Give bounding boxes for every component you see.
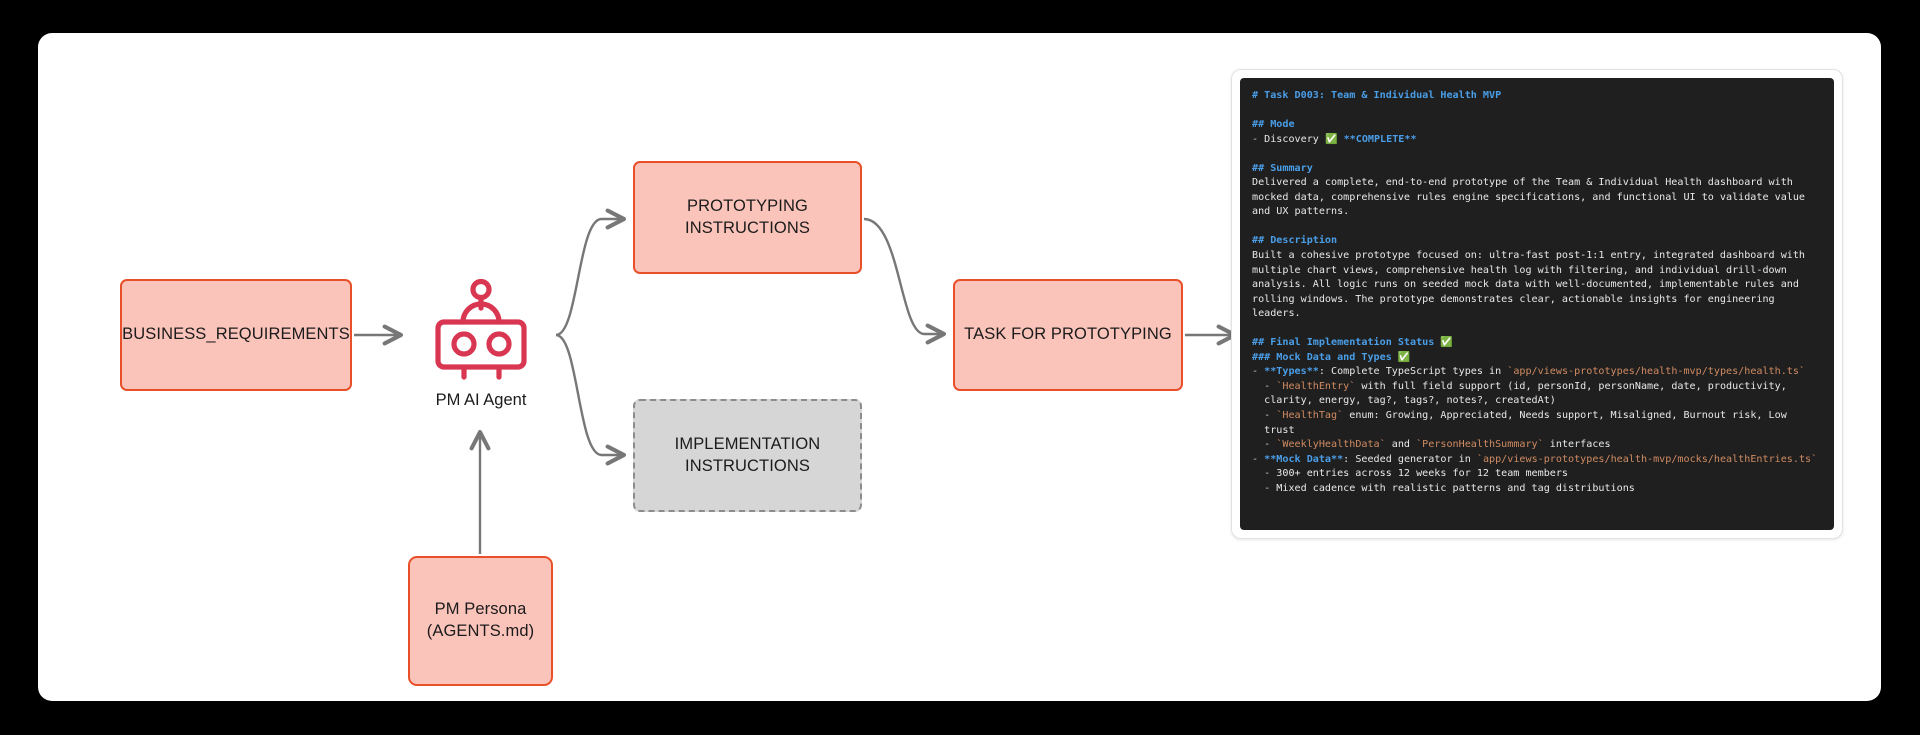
- code-line: mocked data, comprehensive rules engine …: [1252, 191, 1806, 203]
- wire-agent-to-prototyping: [555, 208, 626, 337]
- code-line: - `HealthEntry` with full field support …: [1264, 380, 1787, 392]
- code-line: - Mixed cadence with realistic patterns …: [1264, 482, 1635, 494]
- code-line: leaders.: [1252, 308, 1301, 320]
- code-line: [1252, 220, 1822, 235]
- robot-icon: [435, 278, 527, 380]
- code-line: [1252, 104, 1822, 119]
- node-business-requirements[interactable]: BUSINESS_REQUIREMENTS: [120, 279, 352, 391]
- node-task-for-prototyping[interactable]: TASK FOR PROTOTYPING: [953, 279, 1183, 391]
- node-prototyping-instructions[interactable]: PROTOTYPING INSTRUCTIONS: [633, 161, 862, 274]
- code-line: ## Summary: [1252, 162, 1313, 174]
- code-line: [1252, 147, 1822, 162]
- code-line: - Discovery ✅ **COMPLETE**: [1252, 133, 1417, 145]
- code-line: trust: [1252, 424, 1295, 436]
- wire-prototyping-to-task: [863, 217, 946, 345]
- code-line: - 300+ entries across 12 weeks for 12 te…: [1264, 468, 1569, 480]
- code-line: ## Description: [1252, 235, 1338, 247]
- code-line: ## Mode: [1252, 119, 1295, 131]
- markdown-output-panel[interactable]: # Task D003: Team & Individual Health MV…: [1231, 69, 1843, 539]
- code-line: - **Mock Data**: Seeded generator in `ap…: [1252, 453, 1818, 465]
- code-line: clarity, energy, tag?, tags?, notes?, cr…: [1252, 395, 1556, 407]
- code-line: rolling windows. The prototype demonstra…: [1252, 293, 1775, 305]
- node-implementation-instructions[interactable]: IMPLEMENTATION INSTRUCTIONS: [633, 399, 862, 512]
- code-line: Delivered a complete, end-to-end prototy…: [1252, 177, 1793, 189]
- code-line: - `HealthTag` enum: Growing, Appreciated…: [1264, 410, 1787, 422]
- code-line: ### Mock Data and Types ✅: [1252, 351, 1411, 363]
- diagram-canvas: BUSINESS_REQUIREMENTS PROTOTYPING INSTRU…: [38, 33, 1881, 701]
- code-line: [1252, 322, 1822, 337]
- code-line: multiple chart views, comprehensive heal…: [1252, 264, 1787, 276]
- code-line: ## Final Implementation Status ✅: [1252, 337, 1453, 349]
- code-line: - **Types**: Complete TypeScript types i…: [1252, 366, 1806, 378]
- markdown-output-text: # Task D003: Team & Individual Health MV…: [1240, 78, 1834, 530]
- wire-agent-to-implementation: [555, 333, 626, 466]
- pm-ai-agent-label: PM AI Agent: [435, 391, 527, 409]
- code-line: # Task D003: Team & Individual Health MV…: [1252, 90, 1502, 101]
- node-pm-persona[interactable]: PM Persona (AGENTS.md): [408, 556, 553, 686]
- code-line: Built a cohesive prototype focused on: u…: [1252, 250, 1806, 262]
- code-line: analysis. All logic runs on seeded mock …: [1252, 279, 1799, 291]
- code-line: and UX patterns.: [1252, 206, 1350, 218]
- code-line: - `WeeklyHealthData` and `PersonHealthSu…: [1264, 439, 1611, 451]
- node-pm-ai-agent[interactable]: PM AI Agent: [410, 278, 552, 423]
